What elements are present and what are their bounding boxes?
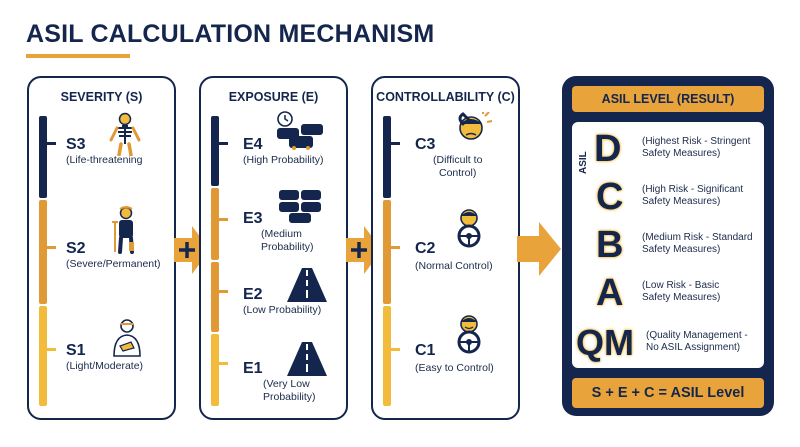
severity-bar-s1 [39,306,47,406]
asil-result-panel: ASIL LEVEL (RESULT) ASIL D (Highest Risk… [562,76,774,416]
level-code-c2: C2 [415,240,436,257]
asil-desc-a-line2: Safety Measures) [642,292,721,303]
result-arrow-icon [517,222,561,276]
skeleton-icon [109,112,141,156]
level-code-c1: C1 [415,342,436,359]
empty-road-icon [287,342,327,376]
level-code-e4: E4 [243,136,263,153]
level-code-e3: E3 [243,210,263,227]
severity-bar-s3 [39,116,47,198]
dense-traffic-icon [279,190,321,223]
exposure-bar-e4 [211,116,219,186]
level-desc-c3-line2: Control) [439,167,477,179]
driver-steering-icon [457,209,481,248]
severity-bar-s2 [39,200,47,304]
level-desc-e2: (Low Probability) [243,304,322,316]
asil-desc-d-line2: Safety Measures) [642,148,721,159]
severity-title: SEVERITY (S) [60,90,143,104]
tick [46,348,56,351]
injured-person-icon [112,206,134,254]
exposure-bar-e2 [211,262,219,332]
exposure-bar-e3 [211,188,219,260]
tick [218,362,228,365]
title-underline [26,54,130,58]
exposure-title: EXPOSURE (E) [228,90,319,104]
asil-desc-b-line2: Safety Measures) [642,244,721,255]
asil-desc-d-line1: (Highest Risk - Stringent [642,136,751,147]
level-desc-e3-line2: Probability) [261,241,314,253]
asil-desc-c-line2: Safety Measures) [642,196,721,207]
level-desc-c2: (Normal Control) [415,260,493,272]
level-code-s1: S1 [66,342,86,359]
level-desc-e1-line2: Probability) [263,391,316,403]
exposure-bar-e1 [211,334,219,406]
asil-desc-c-line1: (High Risk - Significant [642,184,744,195]
bandaged-person-icon [113,319,141,357]
asil-letter-a: A [596,272,624,314]
page-title: ASIL CALCULATION MECHANISM [26,20,435,48]
level-code-s2: S2 [66,240,86,257]
open-road-icon [287,268,327,302]
level-desc-c3-line1: (Difficult to [433,154,483,166]
level-desc-s3: (Life-threatening [66,154,143,166]
tick [218,290,228,293]
severity-panel: SEVERITY (S) S3 (Life-threatening S2 (Se… [27,76,176,420]
tick [390,246,400,249]
tick [390,348,400,351]
control-bar-c2 [383,200,391,304]
level-desc-e4: (High Probability) [243,154,324,166]
asil-levels-box: ASIL D (Highest Risk - Stringent Safety … [572,122,764,368]
level-desc-s1: (Light/Moderate) [66,360,144,372]
asil-desc-qm-line1: (Quality Management - [646,330,748,341]
tick [390,142,400,145]
control-bar-c1 [383,306,391,406]
tick [46,246,56,249]
calm-driver-icon [457,315,481,354]
tick [46,142,56,145]
asil-letter-d: D [594,128,622,170]
level-desc-s2: (Severe/Permanent) [66,258,161,270]
level-code-e1: E1 [243,360,263,377]
control-bar-c3 [383,116,391,198]
exposure-panel: EXPOSURE (E) E4 (High Probability) E3 (M… [199,76,348,420]
asil-formula: S + E + C = ASIL Level [572,378,764,408]
level-desc-e3-line1: (Medium [261,228,302,240]
level-code-e2: E2 [243,286,263,303]
level-code-s3: S3 [66,136,86,153]
asil-letter-qm: QM [576,322,634,363]
level-code-c3: C3 [415,136,436,153]
stressed-driver-icon [458,112,493,140]
asil-letter-c: C [596,176,624,218]
asil-desc-a-line1: (Low Risk - Basic [642,280,720,291]
asil-vertical-label: ASIL [578,151,589,174]
asil-letter-b: B [596,224,624,266]
tick [218,218,228,221]
controllability-title: CONTROLLABILITY (C) [376,90,515,104]
level-desc-e1-line1: (Very Low [263,378,310,390]
tick [218,142,228,145]
controllability-panel: CONTROLLABILITY (C) C3 (Difficult to Con… [371,76,520,420]
traffic-jam-icon [277,111,323,150]
asil-desc-qm-line2: No ASIL Assignment) [646,342,741,353]
level-desc-c1: (Easy to Control) [415,362,494,374]
asil-desc-b-line1: (Medium Risk - Standard [642,232,753,243]
asil-header: ASIL LEVEL (RESULT) [572,86,764,112]
